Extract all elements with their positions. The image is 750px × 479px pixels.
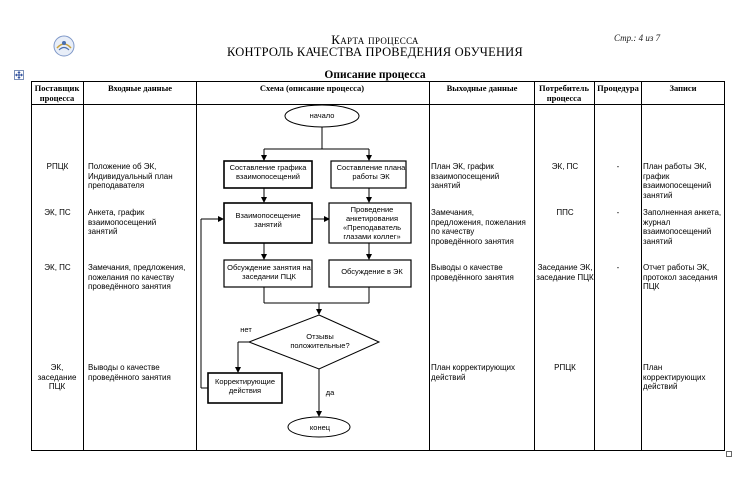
flow-box2-label: Составление плана работы ЭК	[336, 163, 406, 181]
row3-records: Отчет работы ЭК, протокол заседания ПЦК	[643, 263, 718, 291]
flow-no-label: нет	[240, 325, 252, 334]
row1-procedure: -	[616, 162, 620, 171]
row1-output: План ЭК, график взаимопосещений занятий	[431, 162, 500, 190]
row3-supplier: ЭК, ПС	[44, 263, 71, 272]
row3-input: Замечания, предложения, пожелания по кач…	[88, 263, 186, 291]
flow-box7-label: Корректирующие действия	[214, 377, 276, 395]
box-discussion-ek	[328, 259, 412, 288]
box-plan	[330, 160, 407, 189]
col-header-records: Записи	[669, 83, 697, 93]
flow-box1-label: Составление графика взаимопосещений	[229, 163, 307, 181]
row4-output: План корректирующих действий	[431, 363, 516, 382]
end-terminal	[287, 416, 351, 438]
flow-box6-label: Обсуждение в ЭК	[341, 267, 403, 276]
box-discussion-pck	[223, 259, 313, 288]
process-flowchart	[200, 104, 412, 438]
col-header-input: Входные данные	[108, 83, 172, 93]
row1-records: План работы ЭК, график взаимопосещений з…	[643, 162, 712, 200]
flow-end-label: конец	[309, 423, 331, 432]
flow-yes-label: да	[325, 388, 335, 397]
row2-supplier: ЭК, ПС	[44, 208, 71, 217]
row2-consumer: ППС	[556, 208, 574, 217]
table-title: Описание процесса	[324, 69, 426, 81]
row3-procedure: -	[616, 263, 620, 272]
row2-procedure: -	[616, 208, 620, 217]
row2-output: Замечания, предложения, пожелания по кач…	[431, 208, 526, 246]
flow-box4-label: Проведение анкетирования «Преподаватель …	[343, 205, 401, 241]
table-resize-handle[interactable]	[726, 451, 732, 457]
box-survey	[328, 202, 412, 244]
page-number: Стр.: 4 из 7	[614, 33, 661, 43]
flow-box5-label: Обсуждение занятия на заседании ПЦК	[227, 263, 311, 281]
row3-consumer: Заседание ЭК, заседание ПЦК	[536, 263, 594, 282]
document-subtitle: КОНТРОЛЬ КАЧЕСТВА ПРОВЕДЕНИЯ ОБУЧЕНИЯ	[227, 45, 523, 59]
document-title: Карта процесса	[331, 32, 419, 47]
row1-consumer: ЭК, ПС	[551, 162, 579, 171]
col-header-supplier: Поставщик процесса	[34, 83, 80, 103]
row4-input: Выводы о качестве проведённого занятия	[88, 363, 171, 382]
row4-records: План корректирующих действий	[643, 363, 706, 391]
col-header-procedure: Процедура	[597, 83, 639, 93]
row2-input: Анкета, график взаимопосещений занятий	[88, 208, 157, 236]
flow-box3-label: Взаимопосещение занятий	[235, 211, 301, 229]
flow-decision-label: Отзывы положительные?	[290, 332, 350, 350]
box-corrective	[207, 372, 283, 404]
row1-input: Положение об ЭК, Индивидуальный план пре…	[88, 162, 173, 190]
box-visiting	[223, 202, 313, 244]
process-table-grid	[31, 81, 725, 451]
flow-start-label: начало	[309, 111, 335, 120]
col-header-output: Выходные данные	[446, 83, 518, 93]
table-move-handle-icon[interactable]	[14, 70, 24, 80]
col-header-consumer: Потребитель процесса	[539, 83, 589, 103]
logo-emblem	[53, 35, 75, 57]
row2-records: Заполненная анкета, журнал взаимопосещен…	[643, 208, 722, 246]
row4-consumer: РПЦК	[554, 363, 576, 372]
col-header-scheme: Схема (описание процесса)	[259, 83, 365, 93]
box-schedule	[223, 160, 313, 189]
row3-output: Выводы о качестве проведённого занятия	[431, 263, 514, 282]
row1-supplier: РПЦК	[46, 162, 69, 171]
row4-supplier: ЭК, заседание ПЦК	[37, 363, 77, 391]
